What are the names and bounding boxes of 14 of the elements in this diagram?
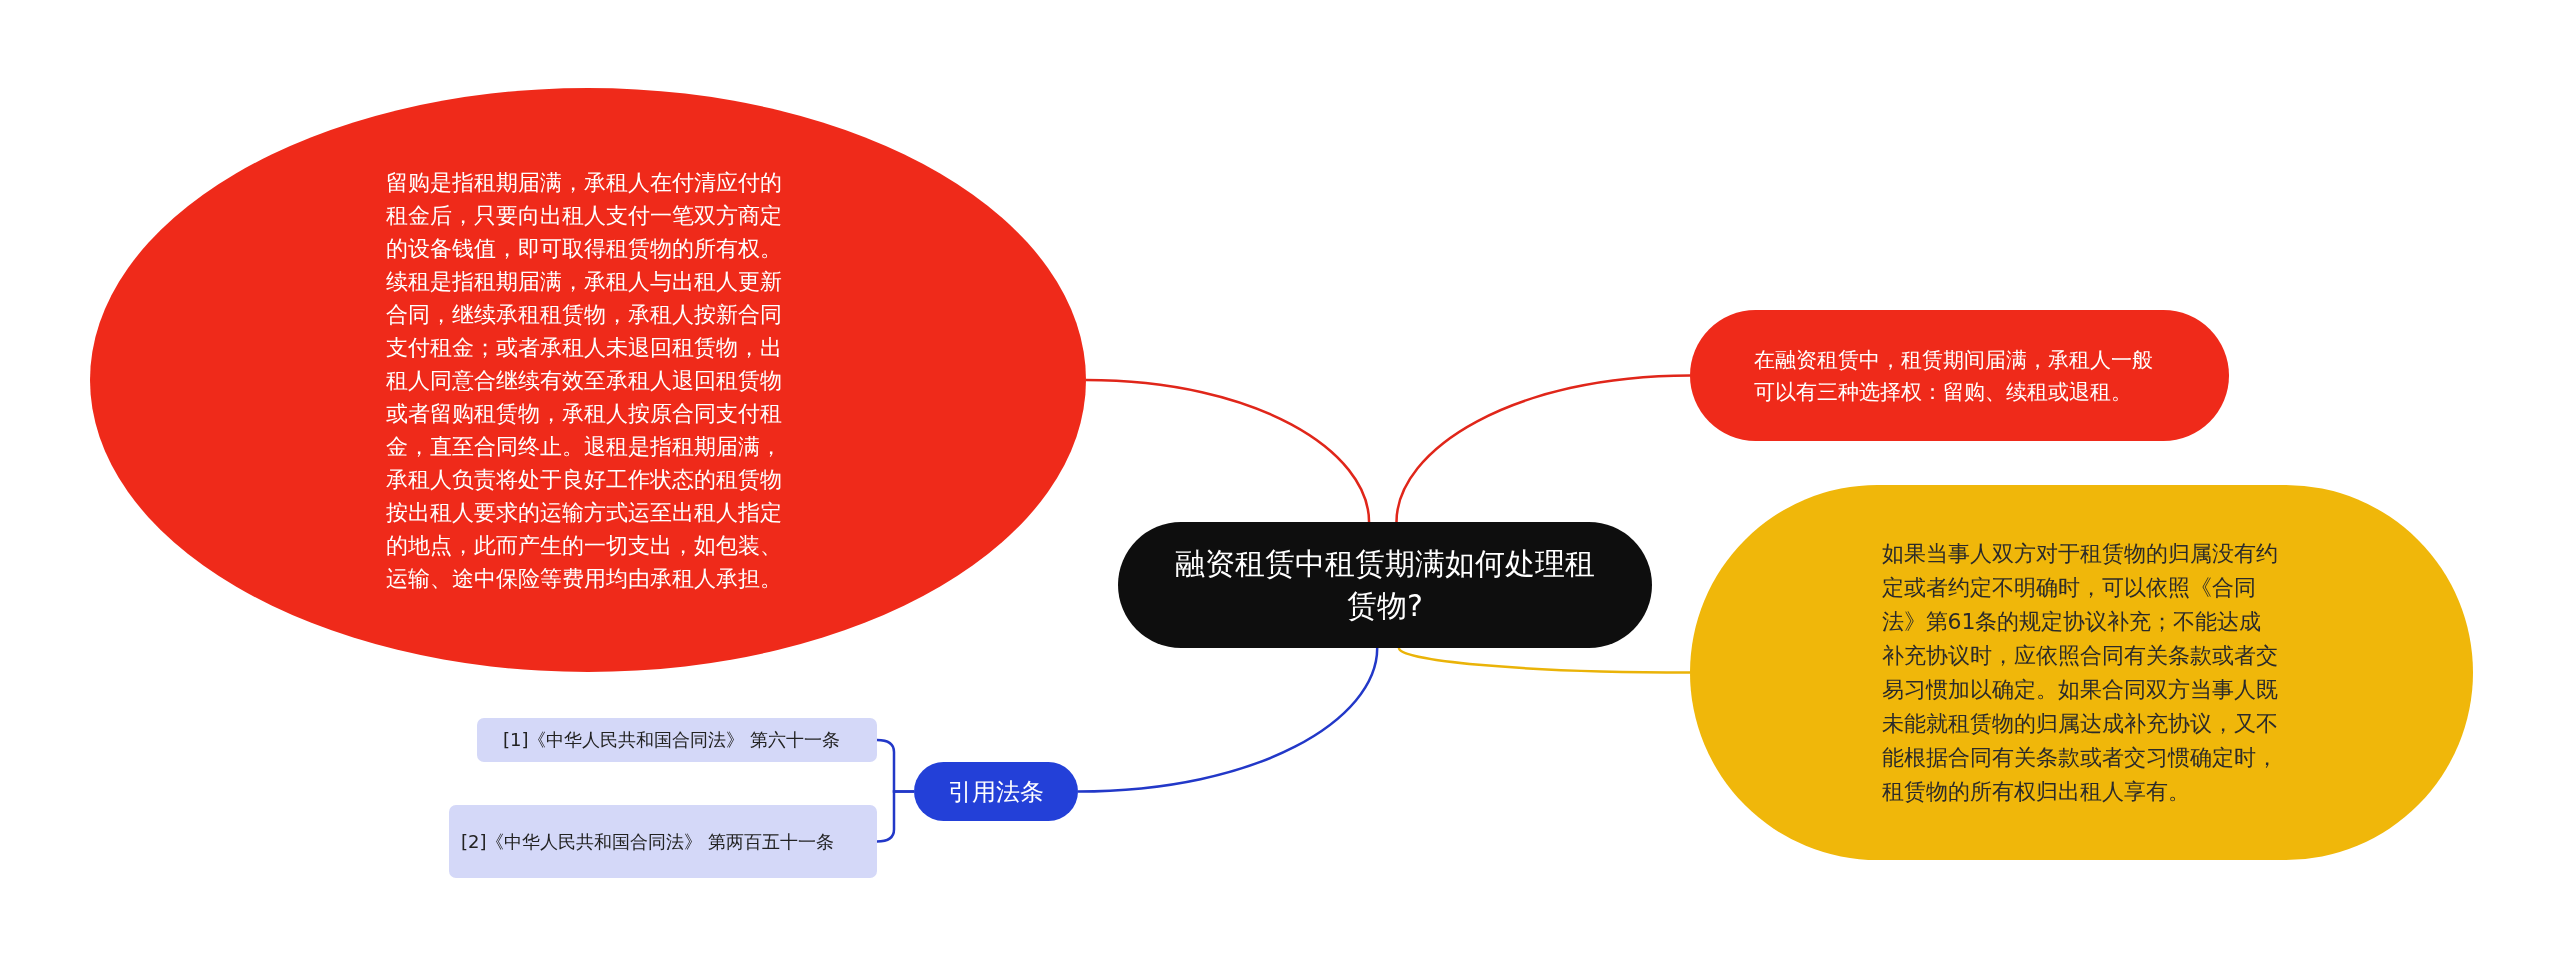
- connector-line: [1085, 378, 1371, 523]
- topic-text: 如果当事人双方对于租赁物的归属没有约定或者约定不明确时，可以依照《合同法》第61条的规定协议补充；不能达成补充协议时，应依照合同有关条款或者交易习惯加以确定。如果合同双方当事人既未能就租赁物的归属达成补充协议，又不能根据合同有关条款或者交习惯确定时，租赁物的所有权归出租人享有。: [1881, 539, 2279, 806]
- connector-line: [1077, 647, 1379, 793]
- topic-text: [1]《中华人民共和国合同法》 第六十一条: [503, 728, 842, 752]
- connector-line: [876, 790, 914, 843]
- reference-box: [449, 805, 877, 878]
- topic-text: 留购是指租期届满，承租人在付清应付的租金后，只要向出租人支付一笔双方商定的设备钱值，即可取得租赁物的所有权。续租是指租期届满，承租人与出租人更新合同，继续承租租赁物，承租人按新合同支付租金；或者承租人未退回租赁物，出租人同意合继续有效至承租人退回租赁物或者留购租赁物，承租人按原合同支付租金，直至合同终止。退租是指租期届满，承租人负责将处于良好工作状态的租赁物按出租人要求的运输方式运至出租人指定的地点，此而产生的一切支出，如包装、运输、途中保险等费用均由承租人承担。: [386, 168, 783, 593]
- topic-text: [2]《中华人民共和国合同法》 第两百五十一条: [461, 829, 836, 854]
- topic-text: 融资租赁中租赁期满如何处理租赁物?: [1174, 545, 1596, 625]
- connector-line: [1395, 374, 1691, 523]
- topic-text: 在融资租赁中，租赁期间届满，承租人一般可以有三种选择权：留购、续租或退租。: [1754, 346, 2154, 406]
- reference-box: [477, 718, 877, 762]
- topic-text: 引用法条: [947, 776, 1045, 808]
- connector-line: [1397, 647, 1690, 674]
